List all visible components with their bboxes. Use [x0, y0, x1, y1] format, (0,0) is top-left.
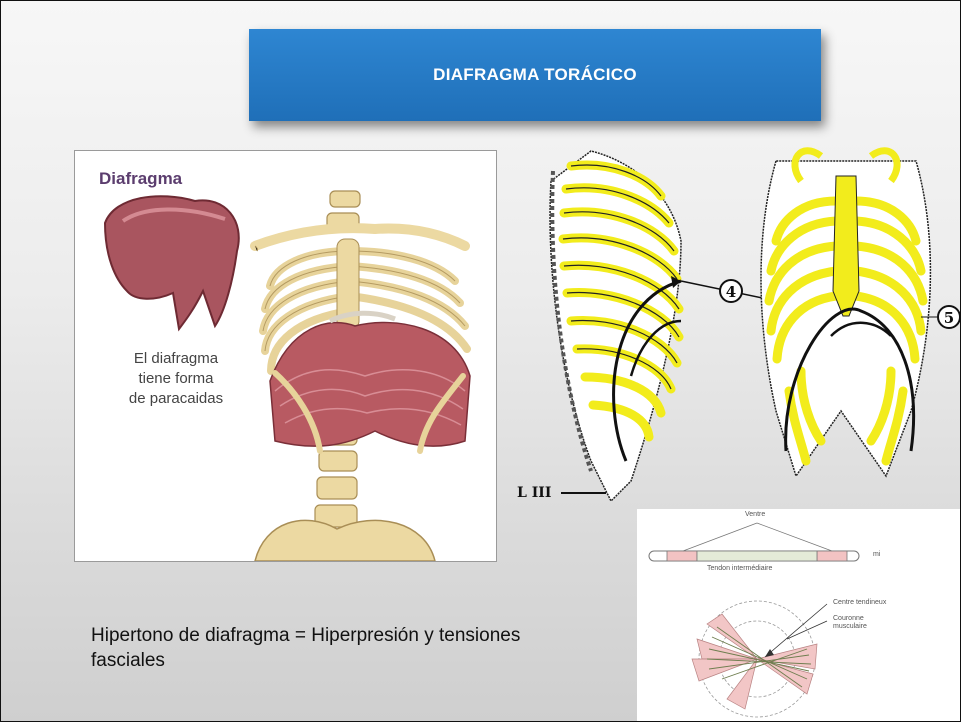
diaphragm-schema-panel: Ventre Tendon intermédiaire mi Centre te…	[637, 509, 960, 722]
marker-4-label: 4	[726, 283, 736, 301]
title-box: DIAFRAGMA TORÁCICO	[249, 29, 821, 121]
schema-label-couronne-2: musculaire	[833, 623, 867, 630]
slide-title: DIAFRAGMA TORÁCICO	[433, 65, 637, 85]
diaphragm-illustration-panel: Diafragma	[74, 150, 497, 562]
diaphragm-schema	[637, 509, 960, 722]
marker-5-label: 5	[944, 309, 954, 327]
schema-label-side: mi	[873, 551, 880, 558]
rib-cage-drawings: 4	[531, 121, 961, 511]
illustration-caption: El diafragma tiene forma de paracaidas	[111, 349, 241, 409]
frontal-rib-cage	[761, 151, 930, 476]
caption-line-3: de paracaidas	[111, 389, 241, 409]
lateral-rib-cage	[550, 151, 681, 501]
schema-label-tendon: Tendon intermédiaire	[707, 565, 772, 572]
body-text: Hipertono de diafragma = Hiperpresión y …	[91, 623, 561, 673]
schema-label-ventre: Ventre	[745, 511, 765, 518]
schema-label-centre: Centre tendineux	[833, 599, 886, 606]
caption-line-1: El diafragma	[111, 349, 241, 369]
schema-label-couronne-1: Couronne	[833, 615, 864, 622]
vertebra-label: L III	[517, 485, 551, 501]
caption-line-2: tiene forma	[111, 369, 241, 389]
